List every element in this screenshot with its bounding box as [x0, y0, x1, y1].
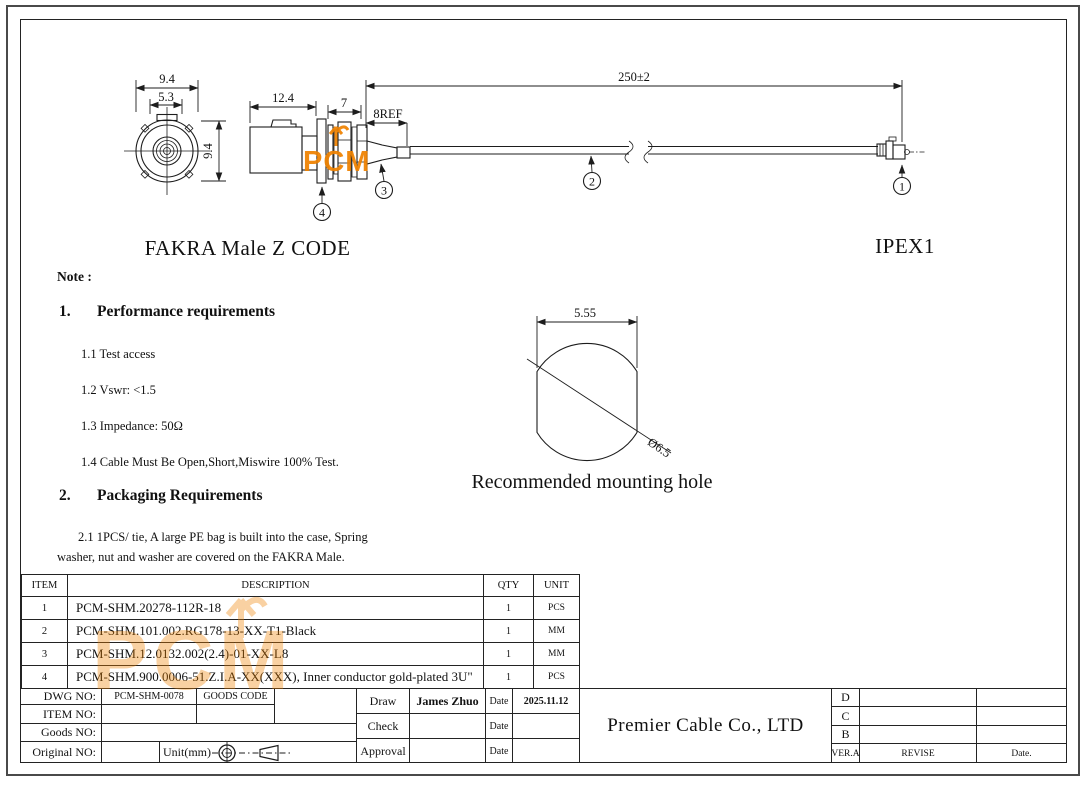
bom-description: PCM-SHM.20278-112R-18	[67, 596, 484, 620]
original-no-value	[102, 742, 160, 763]
bom-header-description: DESCRIPTION	[67, 574, 484, 597]
bom-header-unit: UNIT	[533, 574, 580, 597]
revision-revise-label: REVISE	[860, 744, 977, 763]
title-block: DWG NO: PCM-SHM-0078 GOODS CODE ITEM NO:…	[21, 688, 1067, 763]
section-1-heading: 1. Performance requirements	[59, 303, 275, 321]
revision-c-text	[860, 707, 977, 726]
draw-date-value: 2025.11.12	[513, 689, 580, 714]
goods-code-value	[275, 689, 357, 724]
revision-d-text	[860, 689, 977, 707]
note-heading: Note :	[57, 269, 92, 284]
draw-name: James Zhuo	[410, 689, 486, 714]
packaging-line-1: 2.1 1PCS/ tie, A large PE bag is built i…	[78, 530, 368, 544]
company-name: Premier Cable Co., LTD	[580, 689, 832, 763]
section-1-title: Performance requirements	[97, 303, 276, 320]
bom-item-no: 1	[21, 596, 68, 620]
section-2-number: 2.	[59, 487, 71, 504]
projection-symbols-icon	[212, 742, 292, 763]
check-label: Check	[357, 714, 410, 739]
bom-table: ITEM DESCRIPTION QTY UNIT 1 PCM-SHM.2027…	[21, 574, 580, 689]
bom-description: PCM-SHM.101.002.RG178-13-XX-T1-Black	[67, 619, 484, 643]
approval-date-value	[513, 739, 580, 763]
section-2-title: Packaging Requirements	[97, 487, 263, 504]
bom-header-qty: QTY	[483, 574, 534, 597]
check-date-label: Date	[486, 714, 513, 739]
unit-cell: Unit(mm)	[160, 742, 357, 763]
approval-date-label: Date	[486, 739, 513, 763]
item-code-value	[197, 705, 275, 724]
packaging-line-2: washer, nut and washer are covered on th…	[57, 550, 345, 564]
table-row: 4 PCM-SHM.900.0006-51.Z.I.A-XX(XXX), Inn…	[21, 665, 580, 689]
section-2-heading: 2. Packaging Requirements	[59, 487, 262, 505]
dwg-no-value: PCM-SHM-0078	[102, 689, 197, 705]
note-item-1-4: 1.4 Cable Must Be Open,Short,Miswire 100…	[81, 455, 339, 469]
approval-label: Approval	[357, 739, 410, 763]
revision-letter-c: C	[832, 707, 860, 726]
goods-code-label: GOODS CODE	[197, 689, 275, 705]
dwg-no-label: DWG NO:	[21, 689, 102, 705]
draw-label: Draw	[357, 689, 410, 714]
bom-item-no: 2	[21, 619, 68, 643]
table-row: 3 PCM-SHM.12.0132.002(2.4)-01-XX-L8 1 MM	[21, 642, 580, 666]
table-row: 2 PCM-SHM.101.002.RG178-13-XX-T1-Black 1…	[21, 619, 580, 643]
approval-name	[410, 739, 486, 763]
table-row: 1 PCM-SHM.20278-112R-18 1 PCS	[21, 596, 580, 620]
bom-unit: PCS	[533, 596, 580, 620]
bom-header-row: ITEM DESCRIPTION QTY UNIT	[21, 574, 580, 597]
revision-b-text	[860, 726, 977, 744]
ipex-view-title: IPEX1	[875, 234, 935, 258]
bom-qty: 1	[483, 642, 534, 666]
note-item-1-1: 1.1 Test access	[81, 347, 156, 361]
draw-date-label: Date	[486, 689, 513, 714]
bom-item-no: 3	[21, 642, 68, 666]
fakra-view-title: FAKRA Male Z CODE	[144, 236, 351, 260]
section-1-number: 1.	[59, 303, 71, 320]
revision-b-date	[977, 726, 1066, 744]
bom-description: PCM-SHM.12.0132.002(2.4)-01-XX-L8	[67, 642, 484, 666]
bom-qty: 1	[483, 665, 534, 689]
unit-label: Unit(mm)	[163, 745, 211, 759]
mounting-hole-caption: Recommended mounting hole	[471, 471, 713, 493]
inner-border-frame	[20, 19, 1067, 763]
check-name	[410, 714, 486, 739]
note-item-1-3: 1.3 Impedance: 50Ω	[81, 419, 183, 433]
revision-ver-label: VER.A	[832, 744, 860, 763]
revision-date-label: Date.	[1011, 748, 1032, 759]
bom-description: PCM-SHM.900.0006-51.Z.I.A-XX(XXX), Inner…	[67, 665, 484, 689]
bom-unit: MM	[533, 642, 580, 666]
revision-c-date	[977, 707, 1066, 726]
bom-item-no: 4	[21, 665, 68, 689]
revision-letter-b: B	[832, 726, 860, 744]
item-no-value	[102, 705, 197, 724]
goods-no-value	[102, 724, 357, 742]
bom-unit: PCS	[533, 665, 580, 689]
revision-letter-d: D	[832, 689, 860, 707]
bom-qty: 1	[483, 619, 534, 643]
original-no-label: Original NO:	[21, 742, 102, 763]
check-date-value	[513, 714, 580, 739]
goods-no-label: Goods NO:	[21, 724, 102, 742]
revision-d-date	[977, 689, 1066, 707]
item-no-label: ITEM NO:	[21, 705, 102, 724]
outer-border-frame	[6, 5, 1080, 776]
bom-header-item: ITEM	[21, 574, 68, 597]
bom-unit: MM	[533, 619, 580, 643]
note-item-1-2: 1.2 Vswr: <1.5	[81, 383, 156, 397]
bom-qty: 1	[483, 596, 534, 620]
